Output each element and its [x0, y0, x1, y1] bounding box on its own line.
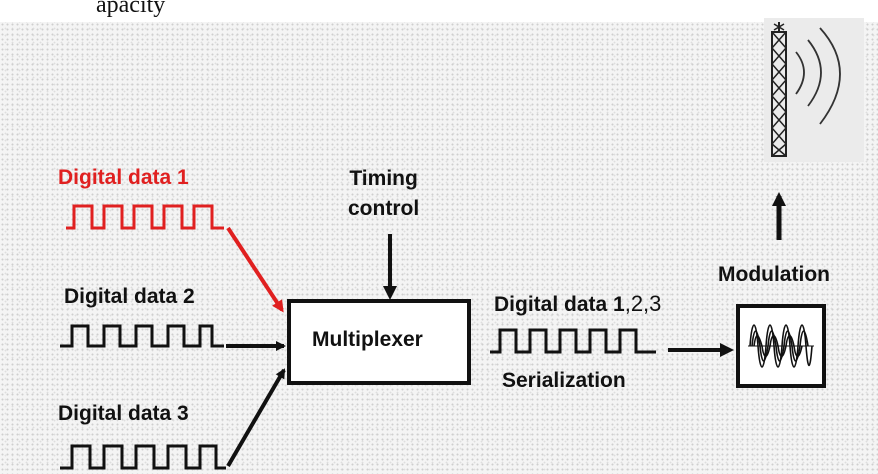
multiplexer-label: Multiplexer: [312, 328, 423, 351]
antenna-tower-icon: [770, 22, 788, 157]
modulated-signal-icon: [748, 324, 814, 368]
modulation-label: Modulation: [718, 263, 830, 286]
output-label-nums: ,2,3: [624, 291, 662, 316]
square-wave-icon-input-1: [66, 204, 224, 230]
cropped-top-text: apacity: [96, 0, 166, 18]
output-label-prefix: Digital data 1: [494, 293, 625, 316]
square-wave-icon-output: [490, 328, 656, 354]
square-wave-icon-input-3: [60, 444, 226, 470]
radio-waves-icon: [795, 27, 841, 125]
output-label: Digital data 1,2,3: [494, 291, 661, 317]
arrow-data3-to-mux: [226, 368, 286, 468]
input-1-label: Digital data 1: [58, 166, 189, 189]
timing-control-label: Timing control: [348, 164, 419, 224]
arrow-data1-to-mux: [226, 226, 284, 313]
square-wave-icon-input-2: [60, 324, 224, 348]
timing-label-line1: Timing: [349, 167, 418, 190]
multiplexer-box: [287, 299, 471, 385]
input-3-label: Digital data 3: [58, 402, 189, 425]
input-2-label: Digital data 2: [64, 285, 195, 308]
timing-label-line2: control: [348, 197, 420, 220]
serialization-label: Serialization: [502, 369, 626, 392]
background: [0, 22, 878, 474]
